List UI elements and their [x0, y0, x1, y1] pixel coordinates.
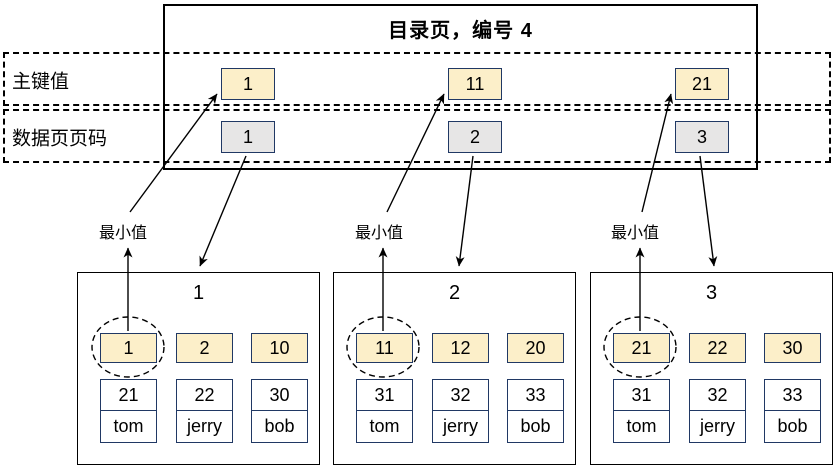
record-id-cell: 33 [507, 379, 564, 411]
record-id-cell: 22 [176, 379, 233, 411]
pageno-to-page-arrow [699, 155, 718, 267]
record-name-cell: jerry [432, 410, 489, 443]
pageno-to-page-arrow [199, 155, 247, 267]
directory-key-cell: 21 [675, 68, 729, 100]
primary-key-row-label: 主键值 [12, 71, 70, 93]
directory-pageno-cell: 2 [448, 121, 502, 153]
record-name-cell: bob [251, 410, 308, 443]
directory-page-title: 目录页，编号 4 [388, 20, 533, 42]
record-name-cell: tom [100, 410, 157, 443]
page-key-cell: 20 [507, 333, 564, 363]
page-key-cell: 10 [251, 333, 308, 363]
min-value-label: 最小值 [611, 225, 660, 242]
record-id-cell: 31 [613, 379, 670, 411]
record-id-cell: 31 [356, 379, 413, 411]
data-page-box-2: 2 11 12 20 31 32 33 tom jerry bob [333, 272, 576, 465]
record-id-cell: 32 [689, 379, 746, 411]
data-page-title: 2 [448, 282, 461, 304]
record-name-cell: tom [613, 410, 670, 443]
record-id-cell: 30 [251, 379, 308, 411]
directory-key-cell: 11 [448, 68, 502, 100]
directory-pageno-cell: 1 [221, 121, 275, 153]
pageno-to-page-arrow [455, 155, 474, 267]
page-key-cell: 12 [432, 333, 489, 363]
record-id-cell: 33 [764, 379, 821, 411]
record-id-cell: 21 [100, 379, 157, 411]
record-name-cell: bob [507, 410, 564, 443]
page-key-cell: 22 [689, 333, 746, 363]
data-page-box-3: 3 21 22 30 31 32 33 tom jerry bob [590, 272, 833, 465]
page-key-cell: 21 [613, 333, 670, 363]
min-value-label: 最小值 [99, 225, 148, 242]
data-page-box-1: 1 1 2 10 21 22 30 tom jerry bob [77, 272, 320, 465]
data-page-number-row-label: 数据页页码 [12, 128, 108, 150]
page-key-cell: 1 [100, 333, 157, 363]
page-key-cell: 30 [764, 333, 821, 363]
min-value-label: 最小值 [355, 225, 404, 242]
record-id-cell: 32 [432, 379, 489, 411]
record-name-cell: bob [764, 410, 821, 443]
page-key-cell: 11 [356, 333, 413, 363]
directory-pageno-cell: 3 [675, 121, 729, 153]
data-page-title: 3 [705, 282, 718, 304]
record-name-cell: tom [356, 410, 413, 443]
directory-key-cell: 1 [221, 68, 275, 100]
data-page-title: 1 [192, 282, 205, 304]
page-key-cell: 2 [176, 333, 233, 363]
record-name-cell: jerry [176, 410, 233, 443]
record-name-cell: jerry [689, 410, 746, 443]
